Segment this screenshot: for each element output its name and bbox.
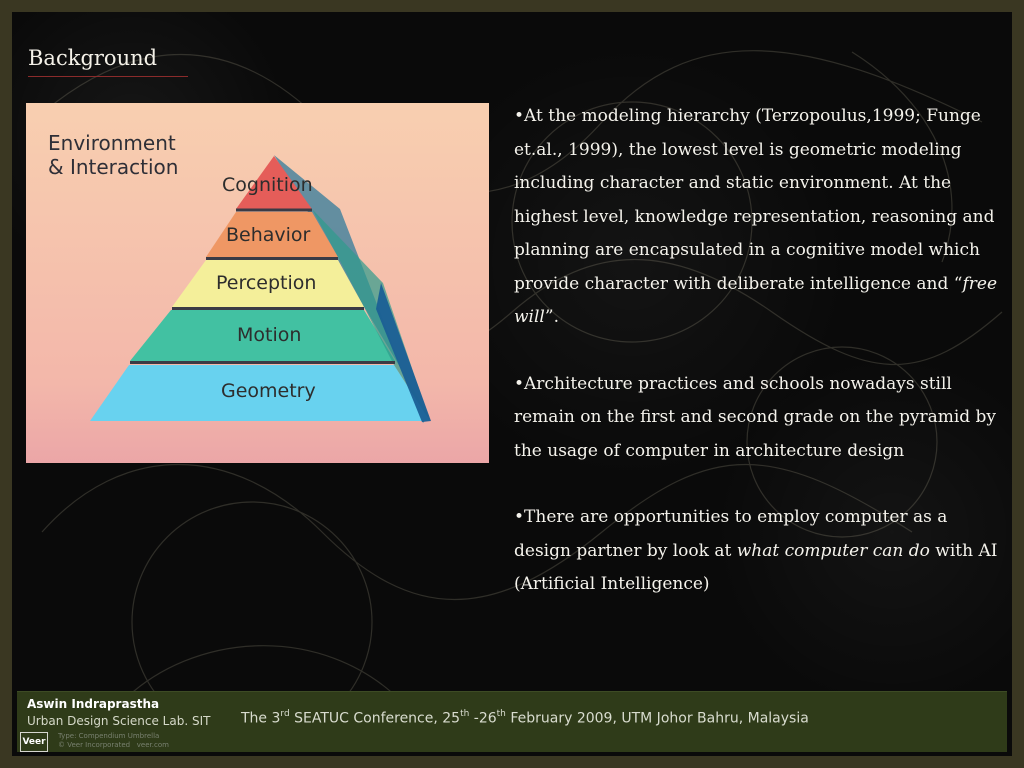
- veer-logo: Veer: [20, 732, 48, 752]
- author-name: Aswin Indraprastha: [27, 697, 160, 711]
- bullet-1-text: •At the modeling hierarchy (Terzopoulus,…: [514, 106, 995, 294]
- title-underline: [28, 76, 188, 77]
- conference-superscript-3: th: [496, 709, 506, 719]
- geometry-label: Geometry: [221, 380, 316, 402]
- lab-name: Urban Design Science Lab. SIT: [27, 714, 211, 728]
- bullet-opportunities: •There are opportunities to employ compu…: [514, 501, 1006, 602]
- cognition-level: [236, 156, 312, 209]
- slide-body-text: •At the modeling hierarchy (Terzopoulus,…: [514, 100, 1006, 635]
- bullet-modeling-hierarchy: •At the modeling hierarchy (Terzopoulus,…: [514, 100, 1006, 335]
- presentation-slide: Background Environment & Interaction Cog…: [12, 12, 1012, 756]
- bullet-architecture-practices: •Architecture practices and schools nowa…: [514, 373, 997, 461]
- motion-label: Motion: [237, 324, 302, 346]
- perception-level: [172, 260, 364, 307]
- behavior-label: Behavior: [226, 224, 311, 246]
- conference-text-part-3: -26: [469, 710, 497, 727]
- perception-label: Perception: [216, 272, 317, 294]
- motion-level: [130, 310, 395, 361]
- slide-title: Background: [28, 46, 158, 70]
- environment-interaction-label: Environment & Interaction: [48, 131, 179, 179]
- bullet-3-text: •There are opportunities to employ compu…: [514, 507, 948, 561]
- conference-superscript-2: th: [460, 709, 470, 719]
- geometry-level: [90, 365, 430, 421]
- pyramid-shadow-edge: [376, 283, 431, 422]
- bullet-3-suffix: with AI (Artificial Intelligence): [514, 540, 998, 595]
- behavior-level: [206, 212, 338, 257]
- conference-text-part-1: The 3: [241, 710, 281, 727]
- conference-info: The 3rd SEATUC Conference, 25th -26th Fe…: [241, 709, 809, 727]
- bullet-1-italic: free will: [514, 273, 998, 328]
- pyramid-figure: Environment & Interaction Cognition Beha…: [26, 103, 489, 463]
- bullet-1-suffix: ”.: [544, 307, 559, 327]
- cognition-label: Cognition: [222, 174, 313, 196]
- slide-footer: Aswin Indraprastha Urban Design Science …: [17, 691, 1007, 752]
- bullet-3-italic: what computer can do: [736, 540, 930, 561]
- pyramid-diagram: [90, 155, 431, 423]
- conference-text-part-2: SEATUC Conference, 25: [289, 710, 461, 727]
- template-credit: Type: Compendium Umbrella © Veer Incorpo…: [58, 732, 169, 749]
- conference-text-part-4: February 2009, UTM Johor Bahru, Malaysia: [505, 710, 809, 727]
- conference-superscript-1: rd: [280, 709, 290, 719]
